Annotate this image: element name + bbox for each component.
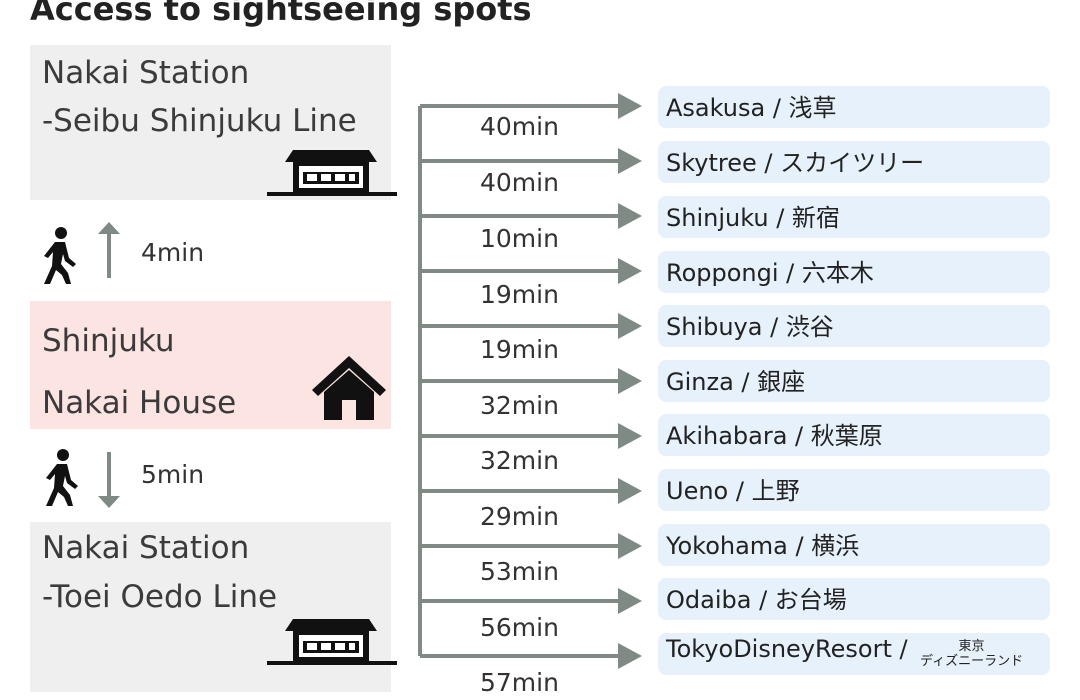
walking-person-icon bbox=[44, 227, 76, 284]
destination-label: Odaiba / お台場 bbox=[666, 586, 847, 614]
destination-label: Yokohama / 横浜 bbox=[666, 532, 860, 560]
destination-odaiba: Odaiba / お台場 bbox=[658, 578, 1050, 620]
page-title: Access to sightseeing spots bbox=[30, 0, 532, 28]
walking-person-icon bbox=[46, 449, 78, 506]
home-name-line1: Shinjuku bbox=[42, 323, 175, 359]
destination-label: TokyoDisneyResort / bbox=[666, 635, 908, 663]
train-station-icon bbox=[267, 619, 397, 665]
home-name-line2: Nakai House bbox=[42, 385, 237, 421]
arrow-right-icon bbox=[618, 423, 642, 449]
route-time: 10min bbox=[480, 224, 559, 253]
destination-label: Roppongi / 六本木 bbox=[666, 259, 874, 287]
destination-label: Shibuya / 渋谷 bbox=[666, 313, 834, 341]
arrow-right-icon bbox=[618, 93, 642, 119]
destination-label: Shinjuku / 新宿 bbox=[666, 204, 840, 232]
route-time: 53min bbox=[480, 557, 559, 586]
destination-shinjuku: Shinjuku / 新宿 bbox=[658, 196, 1050, 238]
destination-label: Ginza / 銀座 bbox=[666, 368, 806, 396]
destination-label: Asakusa / 浅草 bbox=[666, 94, 837, 122]
station-name: Nakai Station bbox=[42, 55, 250, 91]
route-time: 19min bbox=[480, 335, 559, 364]
arrow-down-icon bbox=[98, 452, 120, 508]
arrow-up-icon bbox=[98, 222, 120, 278]
train-station-icon bbox=[267, 150, 397, 196]
destination-label: Ueno / 上野 bbox=[666, 477, 800, 505]
arrow-right-icon bbox=[618, 588, 642, 614]
route-time: 40min bbox=[480, 168, 559, 197]
house-icon bbox=[312, 356, 386, 420]
destination-yokohama: Yokohama / 横浜 bbox=[658, 524, 1050, 566]
destination-small-line1: 東京 bbox=[958, 639, 985, 654]
arrow-right-icon bbox=[618, 478, 642, 504]
arrow-right-icon bbox=[618, 313, 642, 339]
arrow-right-icon bbox=[618, 368, 642, 394]
destination-akihabara: Akihabara / 秋葉原 bbox=[658, 414, 1050, 456]
destination-roppongi: Roppongi / 六本木 bbox=[658, 251, 1050, 293]
route-time: 57min bbox=[480, 668, 559, 697]
arrow-right-icon bbox=[618, 258, 642, 284]
destination-small-line2: ディズニーランド bbox=[920, 654, 1024, 669]
route-time: 56min bbox=[480, 613, 559, 642]
station-line: -Toei Oedo Line bbox=[42, 579, 278, 615]
destination-shibuya: Shibuya / 渋谷 bbox=[658, 305, 1050, 347]
station-name: Nakai Station bbox=[42, 530, 250, 566]
route-time: 19min bbox=[480, 280, 559, 309]
route-time: 32min bbox=[480, 391, 559, 420]
route-time: 32min bbox=[480, 446, 559, 475]
destination-ginza: Ginza / 銀座 bbox=[658, 360, 1050, 402]
arrow-right-icon bbox=[618, 148, 642, 174]
destination-label-small: 東京 ディズニーランド bbox=[920, 639, 1023, 669]
destination-label: Skytree / スカイツリー bbox=[666, 149, 925, 177]
arrow-right-icon bbox=[618, 533, 642, 559]
destination-skytree: Skytree / スカイツリー bbox=[658, 141, 1050, 183]
walk-time-down: 5min bbox=[141, 460, 205, 489]
route-time: 29min bbox=[480, 502, 559, 531]
destination-asakusa: Asakusa / 浅草 bbox=[658, 86, 1050, 128]
destination-tokyo-disney-resort: TokyoDisneyResort / 東京 ディズニーランド bbox=[658, 633, 1050, 675]
arrow-right-icon bbox=[618, 203, 642, 229]
route-time: 40min bbox=[480, 112, 559, 141]
walk-time-up: 4min bbox=[141, 238, 205, 267]
destination-label: Akihabara / 秋葉原 bbox=[666, 422, 883, 450]
destination-ueno: Ueno / 上野 bbox=[658, 469, 1050, 511]
arrow-right-icon bbox=[618, 643, 642, 669]
station-line: -Seibu Shinjuku Line bbox=[42, 103, 357, 139]
